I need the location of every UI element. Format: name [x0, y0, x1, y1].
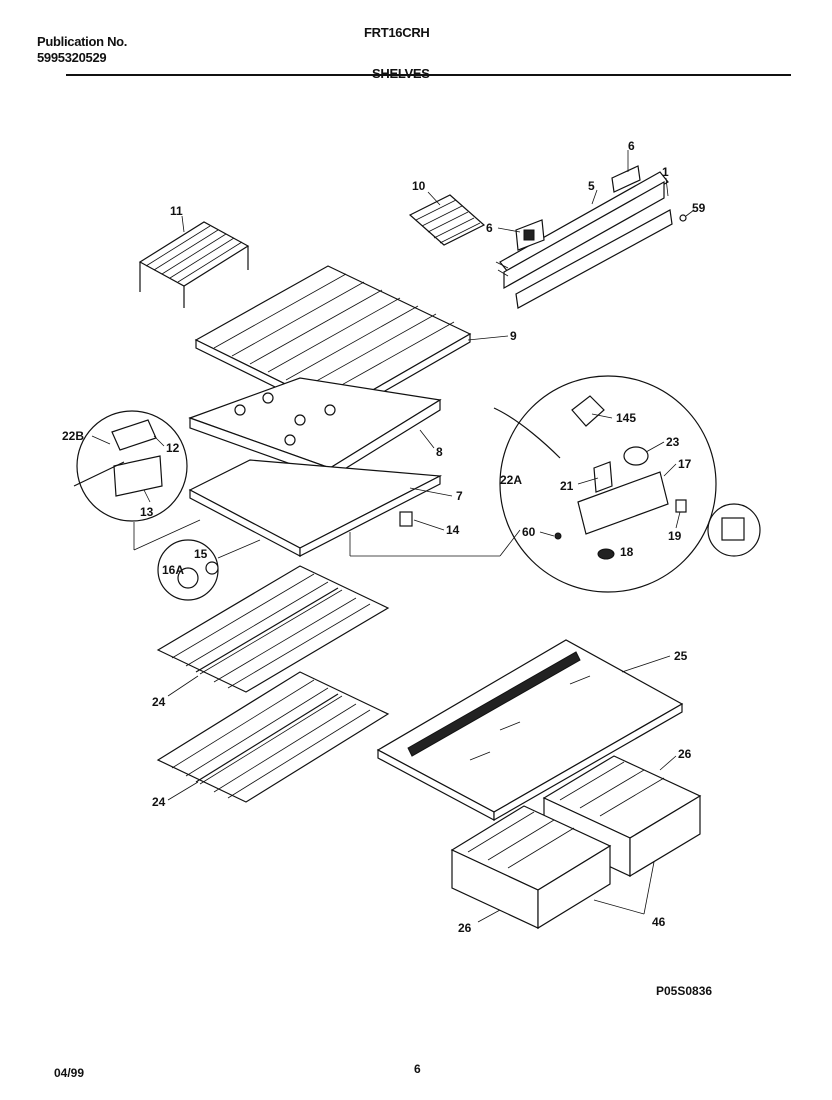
callout-21: 21 — [560, 479, 574, 493]
callout-6-mid: 6 — [486, 221, 493, 235]
small-rack — [408, 194, 486, 246]
lower-tray — [188, 459, 443, 557]
callout-18: 18 — [620, 545, 634, 559]
crisper-drawer-left — [450, 805, 612, 930]
callout-11: 11 — [170, 204, 183, 218]
callout-59: 59 — [692, 201, 706, 215]
revision-date: 04/99 — [54, 1066, 85, 1080]
publication-label: Publication No. — [37, 34, 128, 49]
callout-26-left: 26 — [458, 921, 472, 935]
diagram-code: P05S0836 — [656, 984, 713, 998]
callout-9: 9 — [510, 329, 517, 343]
right-detail-inset — [349, 375, 761, 593]
left-detail-inset — [73, 410, 201, 551]
section-title: SHELVES — [372, 66, 430, 81]
wire-shelf-lower — [156, 671, 390, 803]
callout-12: 12 — [166, 441, 180, 455]
callout-22B: 22B — [62, 429, 84, 443]
page-number: 6 — [414, 1062, 421, 1076]
callout-15: 15 — [194, 547, 208, 561]
bulb-detail-inset — [157, 539, 261, 601]
shelf-frame — [188, 377, 442, 480]
callout-24-lower: 24 — [152, 795, 166, 809]
callout-24-upper: 24 — [152, 695, 166, 709]
wire-shelf-upper — [156, 565, 390, 693]
rail-assembly — [495, 165, 687, 309]
leader-lines — [91, 150, 695, 923]
callout-22A: 22A — [500, 473, 522, 487]
model-number: FRT16CRH — [364, 25, 430, 40]
callout-46: 46 — [652, 915, 666, 929]
callout-145: 145 — [616, 411, 636, 425]
crisper-cover — [376, 639, 684, 822]
callout-1: 1 — [662, 165, 669, 179]
callout-26-right: 26 — [678, 747, 692, 761]
publication-number: 5995320529 — [37, 50, 107, 65]
callout-13: 13 — [140, 505, 154, 519]
callout-14: 14 — [446, 523, 460, 537]
callout-60: 60 — [522, 525, 536, 539]
callout-8: 8 — [436, 445, 443, 459]
header-rule — [66, 74, 791, 76]
callout-7: 7 — [456, 489, 463, 503]
callout-25: 25 — [674, 649, 688, 663]
wire-rack — [138, 221, 250, 308]
callout-5: 5 — [588, 179, 595, 193]
callout-16A: 16A — [162, 563, 184, 577]
callout-10: 10 — [412, 179, 426, 193]
callout-17: 17 — [678, 457, 692, 471]
callout-6-top: 6 — [628, 139, 635, 153]
callout-19: 19 — [668, 529, 682, 543]
callout-23: 23 — [666, 435, 680, 449]
